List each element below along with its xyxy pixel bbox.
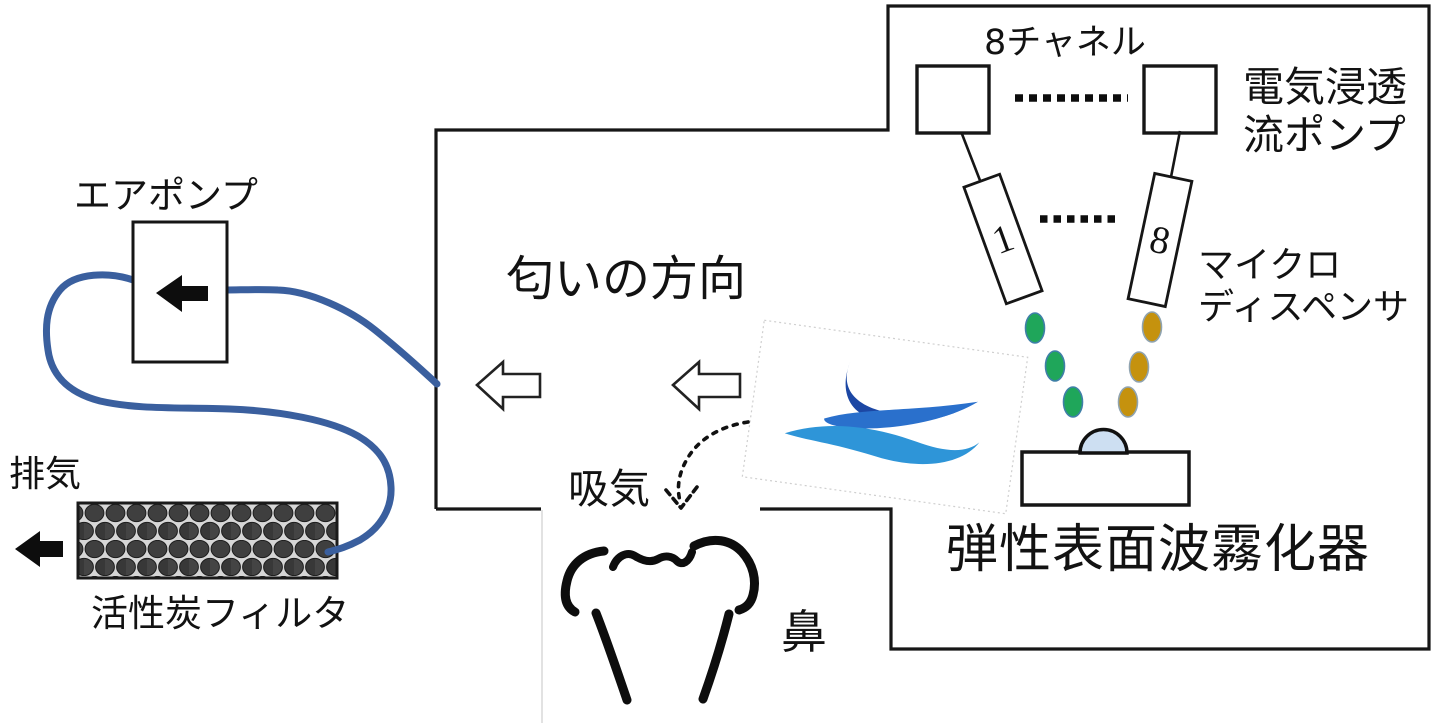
nose-right-side: [698, 609, 734, 704]
intake-label: 吸気: [568, 465, 650, 513]
odor-direction-label: 匂いの方向: [506, 251, 747, 307]
tube-channel-to-pump: [223, 286, 441, 388]
exhaust-label: 排気: [9, 454, 82, 495]
eo-pump-label-line1: 電気浸透: [1243, 63, 1407, 111]
channel-count-label: 8チャネル: [984, 23, 1146, 63]
micro-dispenser-label: マイクロ ディスペンサ: [1198, 245, 1409, 330]
wave-swoosh-light: [784, 426, 980, 465]
carbon-filter-image: [76, 501, 339, 580]
chamber-and-channel-outline: [434, 4, 1431, 651]
connector-pump8-dispenser8: [1169, 130, 1182, 178]
pump-flow-left-arrow-icon: [156, 275, 208, 312]
micro-dispenser-label-line2: ディスペンサ: [1198, 287, 1409, 329]
air-flow-image: [741, 319, 1029, 515]
carbon-filter-label: 活性炭フィルタ: [91, 592, 350, 635]
micro-dispenser-label-line1: マイクロ: [1198, 245, 1342, 286]
nose-tip-squiggle: [609, 548, 696, 571]
saw-atomizer-box: [1020, 450, 1191, 507]
nose-label: 鼻: [781, 605, 827, 659]
tube-pump-to-filter: [42, 271, 395, 556]
odor-direction-arrow-icon-left: [475, 359, 542, 412]
saw-atomizer-label: 弾性表面波霧化器: [946, 520, 1371, 580]
nose-right-wing: [689, 535, 760, 615]
eo-pump-box-8: [1142, 64, 1218, 135]
eo-pump-label: 電気浸透 流ポンプ: [1243, 63, 1407, 160]
wave-swoosh-mid: [824, 401, 979, 429]
gold-droplet-1: [1141, 311, 1163, 343]
nose-left-side: [591, 608, 632, 705]
gold-droplet-3: [1117, 386, 1139, 418]
air-pump-label: エアポンプ: [74, 174, 258, 217]
eo-pump-box-1: [915, 64, 991, 135]
liquid-drop-icon: [1078, 427, 1129, 455]
micro-dispenser-1: [962, 172, 1044, 306]
exhaust-left-arrow-icon: [15, 531, 63, 567]
nose-drawing: [560, 535, 760, 705]
gold-droplet-2: [1128, 351, 1150, 383]
dispenser-number-8: 8: [1145, 216, 1175, 264]
eo-pump-label-line2: 流ポンプ: [1243, 111, 1406, 160]
intake-dotted-arrowhead-icon: [664, 485, 699, 510]
odor-direction-arrow-icon-right: [671, 359, 742, 412]
micro-dispenser-8: [1126, 171, 1194, 309]
intake-dotted-arrow: [676, 420, 750, 506]
green-droplet-1: [1024, 312, 1046, 344]
green-droplet-2: [1044, 350, 1066, 382]
connector-pump1-dispenser1: [960, 133, 983, 184]
green-droplet-3: [1062, 386, 1084, 418]
nose-left-wing: [560, 546, 609, 617]
